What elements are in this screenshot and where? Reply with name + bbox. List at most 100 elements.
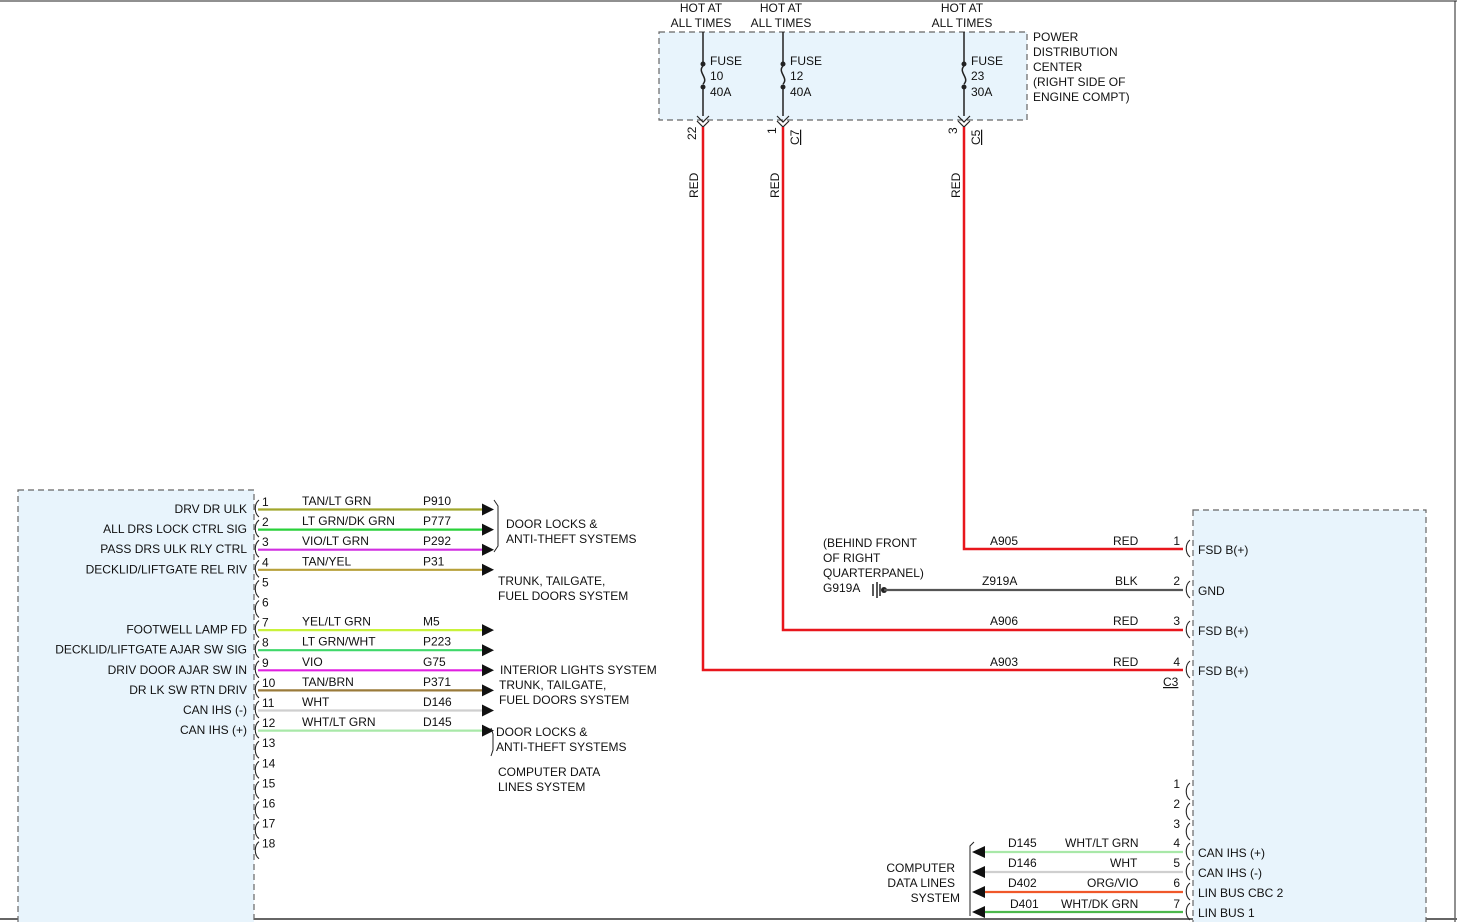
pin-bracket [254,801,260,819]
pin-signal: CAN IHS (-) [1198,866,1262,880]
pin-bracket [1185,902,1191,921]
pin-bracket [1185,660,1191,679]
pin-bracket [1185,802,1191,821]
ground-location-line: OF RIGHT [823,551,881,565]
pin-number: 3 [1173,614,1180,628]
arrow-right-icon [482,704,494,717]
destination-label: INTERIOR LIGHTS SYSTEM [500,663,657,677]
pin-number: 5 [262,575,269,589]
pin-number: 7 [1173,897,1180,911]
system-bracket [969,841,975,916]
pin-number: 3 [946,127,960,134]
destination-label: DOOR LOCKS & [496,725,587,739]
ground-location-line: QUARTERPANEL) [823,566,924,580]
fuse-label: FUSE [710,54,742,68]
fuse-rating: 30A [971,85,992,99]
pin-signal: FSD B(+) [1198,664,1248,678]
right-module-box [1192,509,1427,922]
wire-color-label: RED [687,172,701,198]
pin-number: 3 [1173,817,1180,831]
pin-signal: CAN IHS (+) [1198,846,1265,860]
wire-color-label: WHT/DK GRN [1061,897,1138,911]
fuse-terminal [780,84,786,90]
fuse-element-icon [961,65,967,85]
destination-label: TRUNK, TAILGATE, [499,678,606,692]
pin-number: 4 [1173,655,1180,669]
wire-color-label: ORG/VIO [1087,876,1138,890]
wire-color-label: VIO [302,655,323,669]
pin-signal: PASS DRS ULK RLY CTRL [100,542,247,556]
pin-signal: DRV DR ULK [175,502,247,516]
pdc-label-line: CENTER [1033,60,1083,74]
arrow-right-icon [482,624,494,637]
system-bracket [490,727,494,757]
arrow-right-icon [482,523,494,536]
pin-signal: CAN IHS (-) [183,703,247,717]
circuit-label: Z919A [982,574,1017,588]
destination-label: FUEL DOORS SYSTEM [499,693,629,707]
pin-number: 2 [1173,797,1180,811]
fuse-label: FUSE [971,54,1003,68]
circuit-label: D146 [1008,856,1037,870]
pin-bracket [254,760,260,779]
arrow-right-icon [482,543,494,556]
hot-label: HOT AT [760,1,803,15]
wire-color-label: RED [768,172,782,198]
pdc-label-line: ENGINE COMPT) [1033,90,1130,104]
data-lines-label: SYSTEM [911,891,960,905]
circuit-label: D401 [1010,897,1039,911]
arrow-right-icon [482,503,494,516]
pin-number: 11 [262,696,275,710]
connector-id: C3 [1163,675,1179,689]
pin-bracket [254,539,260,558]
arrow-left-icon [972,886,985,898]
fuse-12: HOT AT ALL TIMES FUSE 12 40A 1 C7 RED [751,1,822,198]
pin-number: 4 [1173,836,1180,850]
hot-label: ALL TIMES [751,16,812,30]
destination-label: DOOR LOCKS & [506,517,597,531]
pin-bracket [1185,862,1191,881]
pin-number: 12 [262,716,276,730]
pdc-label-line: (RIGHT SIDE OF [1033,75,1125,89]
ground-g919a: (BEHIND FRONT OF RIGHT QUARTERPANEL) G91… [823,536,1183,598]
pin-number: 6 [262,596,269,610]
fuse-terminal [961,61,967,67]
power-wire-a905 [962,127,1183,551]
wire-color-label: TAN/BRN [302,675,354,689]
destination-label: COMPUTER DATA [498,765,600,779]
left-module-box [17,489,255,922]
pdc-label: POWER DISTRIBUTION CENTER (RIGHT SIDE OF… [1033,30,1130,104]
pin-bracket [254,780,260,799]
wire-color-label: VIO/LT GRN [302,534,369,548]
destination-label: FUEL DOORS SYSTEM [498,589,628,603]
circuit-label: A906 [990,614,1018,628]
wire-color-label: TAN/YEL [302,554,351,568]
wire-color-label: LT GRN/DK GRN [302,514,395,528]
pin-number: 1 [1173,534,1180,548]
circuit-label: P777 [423,514,451,528]
right-module-lower: 1 2 3 D145 WHT/LT GRN 4 CAN IHS (+) D146… [886,777,1283,920]
pin-signal: DR LK SW RTN DRIV [129,683,247,697]
arrow-right-icon [482,563,494,576]
hot-label: HOT AT [680,1,723,15]
pin-number: 5 [1173,856,1180,870]
hot-label: ALL TIMES [932,16,993,30]
pin-bracket [254,559,260,578]
pin-bracket [1185,822,1191,841]
destination-label: TRUNK, TAILGATE, [498,574,605,588]
pin-bracket [254,600,260,618]
pin-bracket [254,519,260,538]
pin-number: 3 [262,535,269,549]
data-lines-label: DATA LINES [887,876,955,890]
pin-signal: LIN BUS 1 [1198,906,1255,920]
data-lines-label: COMPUTER [886,861,955,875]
connector-id: C5 [969,129,983,145]
fuse-rating: 40A [710,85,731,99]
pin-number: 22 [685,126,699,140]
left-destinations: DOOR LOCKS & ANTI-THEFT SYSTEMS TRUNK, T… [490,499,657,794]
pin-bracket [254,620,260,639]
pin-signal: CAN IHS (+) [180,723,247,737]
fuse-10: HOT AT ALL TIMES FUSE 10 40A 22 RED [671,1,742,198]
circuit-label: P31 [423,554,445,568]
pin-bracket [254,660,260,679]
